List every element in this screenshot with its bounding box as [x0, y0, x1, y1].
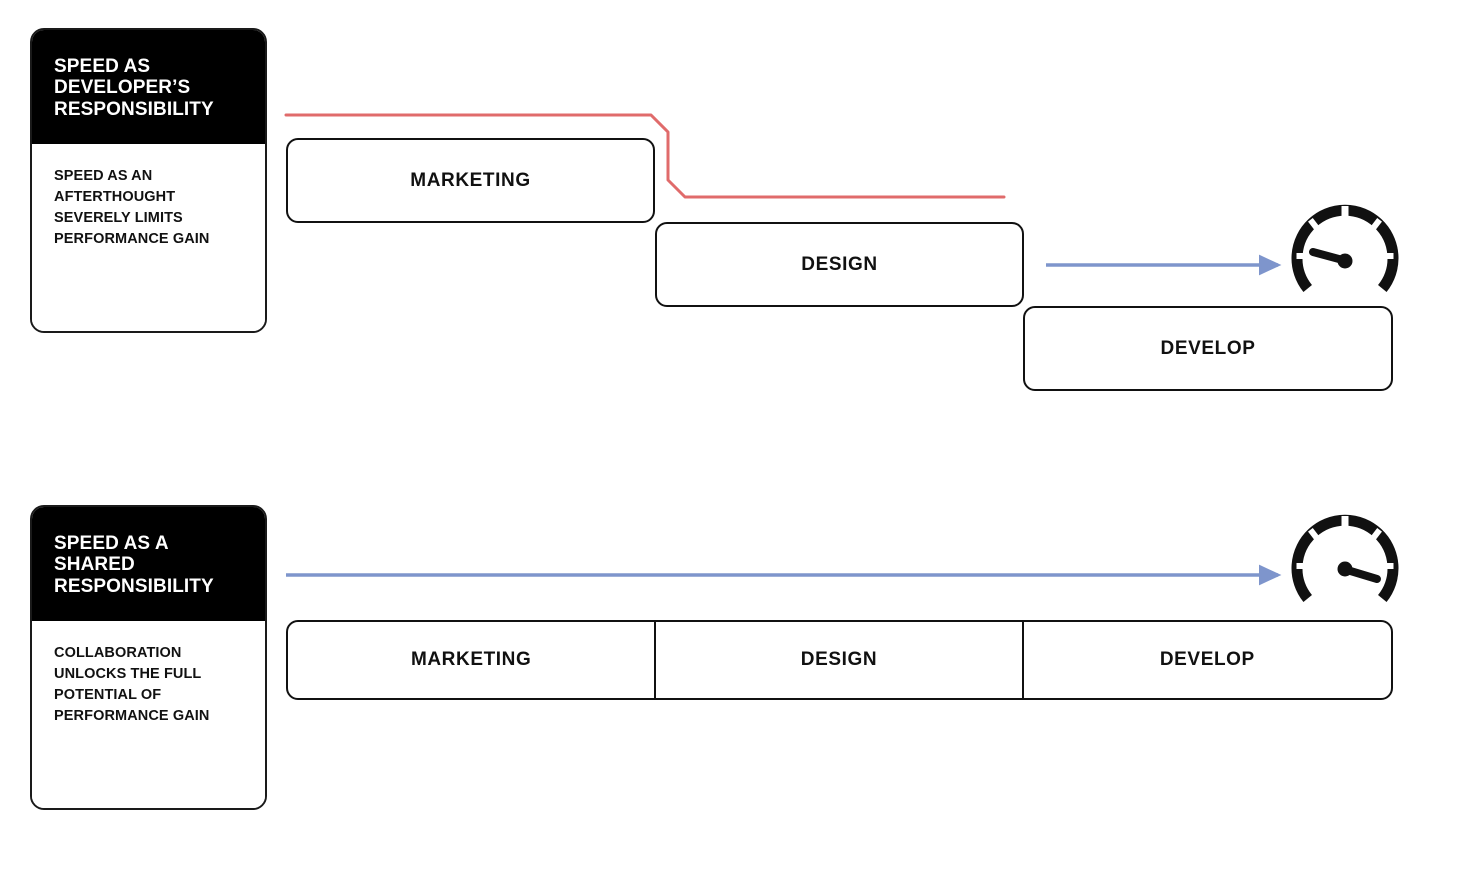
card-body-developer: SPEED AS AN AFTERTHOUGHT SEVERELY LIMITS… — [32, 144, 265, 331]
card-description-shared: COLLABORATION UNLOCKS THE FULL POTENTIAL… — [54, 645, 210, 725]
card-title-developer: SPEED AS DEVELOPER’S RESPONSIBILITY — [54, 56, 214, 120]
stage-label-design-top: DESIGN — [801, 253, 878, 275]
stage-box-marketing-top[interactable]: MARKETING — [286, 138, 655, 223]
speedometer-icon-high — [1291, 514, 1399, 602]
card-description-developer: SPEED AS AN AFTERTHOUGHT SEVERELY LIMITS… — [54, 168, 210, 248]
gauge-needle-high — [1341, 565, 1381, 583]
speedometer-icon-low — [1291, 204, 1399, 292]
gauge-needle-low — [1309, 248, 1349, 265]
bar-segment-marketing[interactable]: MARKETING — [288, 622, 654, 698]
card-body-shared: COLLABORATION UNLOCKS THE FULL POTENTIAL… — [32, 621, 265, 808]
stage-label-develop-top: DEVELOP — [1160, 337, 1256, 359]
stage-box-design-top[interactable]: DESIGN — [655, 222, 1024, 307]
card-header-developer: SPEED AS DEVELOPER’S RESPONSIBILITY — [32, 30, 265, 145]
bar-label-develop: DEVELOP — [1159, 649, 1255, 670]
bar-label-marketing: MARKETING — [410, 649, 532, 670]
bar-segment-develop[interactable]: DEVELOP — [1021, 622, 1391, 698]
card-header-shared: SPEED AS A SHARED RESPONSIBILITY — [32, 507, 265, 622]
bar-label-design: DESIGN — [800, 649, 878, 670]
combined-stage-bar: MARKETING DESIGN DEVELOP — [286, 620, 1393, 700]
bar-segment-design[interactable]: DESIGN — [654, 622, 1021, 698]
stage-box-develop-top[interactable]: DEVELOP — [1023, 306, 1393, 391]
label-card-shared-responsibility: SPEED AS A SHARED RESPONSIBILITY COLLABO… — [30, 505, 267, 810]
label-card-developer-responsibility: SPEED AS DEVELOPER’S RESPONSIBILITY SPEE… — [30, 28, 267, 333]
stage-label-marketing-top: MARKETING — [410, 169, 531, 191]
card-title-shared: SPEED AS A SHARED RESPONSIBILITY — [54, 533, 214, 597]
